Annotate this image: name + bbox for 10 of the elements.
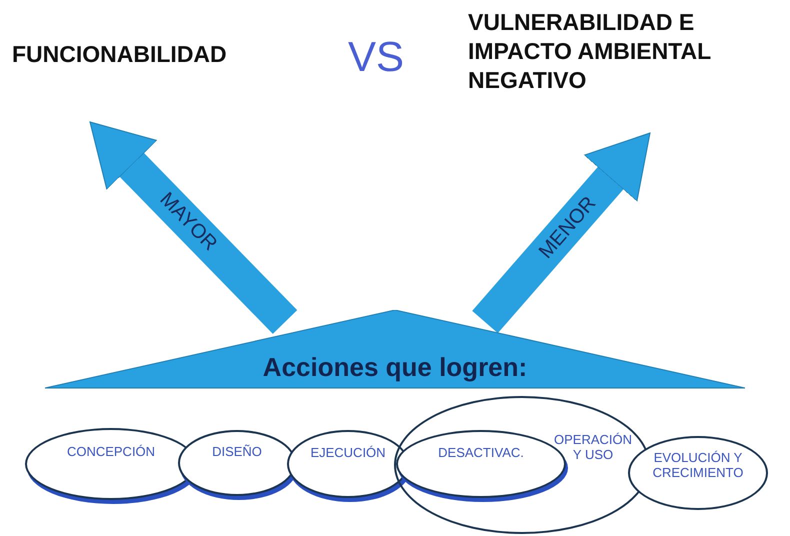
node-text: DESACTIVAC. bbox=[437, 445, 525, 460]
node-text: OPERACIÓN Y USO bbox=[552, 432, 633, 462]
node-text: EVOLUCIÓN Y CRECIMIENTO bbox=[652, 450, 744, 480]
vs-text: VS bbox=[348, 33, 404, 81]
heading-text: FUNCIONABILIDAD bbox=[12, 40, 228, 69]
node-text: DISEÑO bbox=[211, 444, 263, 459]
node-text: EJECUCIÓN bbox=[309, 445, 387, 460]
node-text: Acciones que logren: bbox=[262, 352, 528, 383]
node-text: CONCEPCIÓN bbox=[66, 444, 156, 459]
heading-text: VULNERABILIDAD E IMPACTO AMBIENTAL NEGATIVO bbox=[468, 8, 712, 95]
